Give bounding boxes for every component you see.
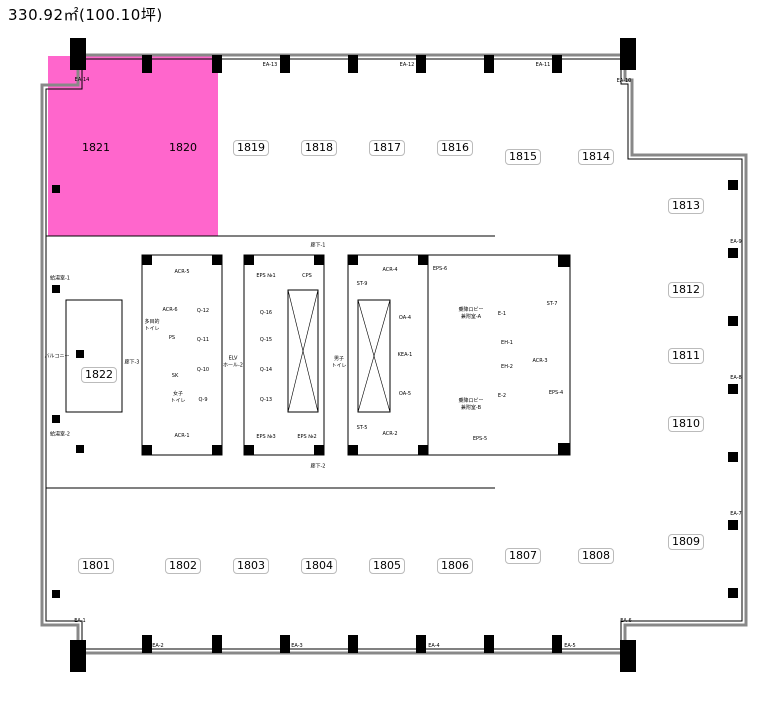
oa4-label: OA-4 <box>398 315 412 321</box>
room-1816[interactable]: 1816 <box>437 140 473 156</box>
eh1-label: EH-1 <box>501 340 513 346</box>
oa5-label: OA-5 <box>398 391 412 397</box>
corridor3-label: 廊下-3 <box>124 359 140 366</box>
elevator-shafts <box>287 289 391 413</box>
room-1818[interactable]: 1818 <box>301 140 337 156</box>
st9-label: ST-9 <box>356 281 368 287</box>
sk-label: SK <box>171 373 179 379</box>
room-1807[interactable]: 1807 <box>505 548 541 564</box>
corridor1-label: 廊下-1 <box>310 242 326 249</box>
ps-label: PS <box>168 335 176 341</box>
acr4-label: ACR-4 <box>382 267 398 273</box>
st7-label: ST-7 <box>546 301 558 307</box>
acr1-label: ACR-1 <box>174 433 190 439</box>
ea10-label: EA-10 <box>616 78 632 84</box>
ea12-label: EA-12 <box>399 62 415 68</box>
room-1812[interactable]: 1812 <box>668 282 704 298</box>
q11-label: Q-11 <box>196 337 210 343</box>
room-1804[interactable]: 1804 <box>301 558 337 574</box>
kyuto2-label: 給湯室-2 <box>50 431 70 438</box>
corridor2-label: 廊下-2 <box>310 463 326 470</box>
kea1-label: KEA-1 <box>397 352 413 358</box>
room-1820[interactable]: 1820 <box>169 141 197 154</box>
inner-wall <box>45 58 743 650</box>
room-1810[interactable]: 1810 <box>668 416 704 432</box>
room-1811[interactable]: 1811 <box>668 348 704 364</box>
lobby-b-label: 乗降ロビー 兼附室-B <box>458 398 484 411</box>
e2-label: E-2 <box>497 393 507 399</box>
kyuto1-label: 給湯室-1 <box>50 275 70 282</box>
room-1814[interactable]: 1814 <box>578 149 614 165</box>
room-1808[interactable]: 1808 <box>578 548 614 564</box>
elv-hall-label: ELV ホール-2 <box>223 355 243 369</box>
room-1803[interactable]: 1803 <box>233 558 269 574</box>
acr6-label: ACR-6 <box>162 307 178 313</box>
room-1806[interactable]: 1806 <box>437 558 473 574</box>
ea6-label: EA-6 <box>620 618 632 624</box>
multipurpose-restroom-label: 多目的 トイレ <box>144 319 160 332</box>
q13-label: Q-13 <box>259 397 273 403</box>
ea1-label: EA-1 <box>74 618 86 624</box>
ea9-label: EA-9 <box>730 239 742 245</box>
room-1817[interactable]: 1817 <box>369 140 405 156</box>
ea13-label: EA-13 <box>262 62 278 68</box>
acr3-label: ACR-3 <box>532 358 548 364</box>
room-1819[interactable]: 1819 <box>233 140 269 156</box>
room-1802[interactable]: 1802 <box>165 558 201 574</box>
ea8-label: EA-8 <box>730 375 742 381</box>
acr2-label: ACR-2 <box>382 431 398 437</box>
room-1801[interactable]: 1801 <box>78 558 114 574</box>
floor-area-label: 330.92㎡(100.10坪) <box>8 6 163 24</box>
room-1822[interactable]: 1822 <box>81 367 117 383</box>
core-walls <box>46 235 571 489</box>
room-1813[interactable]: 1813 <box>668 198 704 214</box>
balcony-label: バルコニー <box>44 353 70 360</box>
room-1809[interactable]: 1809 <box>668 534 704 550</box>
mens-restroom-label: 男子 トイレ <box>331 356 347 369</box>
outer-wall <box>40 53 748 655</box>
eps-m3-label: EPS №3 <box>256 434 276 440</box>
eps4-label: EPS-4 <box>548 390 564 396</box>
eh2-label: EH-2 <box>501 364 513 370</box>
eps-m2-label: EPS №2 <box>297 434 317 440</box>
perimeter-columns <box>52 55 738 653</box>
room-1805[interactable]: 1805 <box>369 558 405 574</box>
ea7-label: EA-7 <box>730 511 742 517</box>
ea4-label: EA-4 <box>428 643 440 649</box>
eps6-label: EPS-6 <box>432 266 448 272</box>
e1-label: E-1 <box>497 311 507 317</box>
q15-label: Q-15 <box>259 337 273 343</box>
q10-label: Q-10 <box>196 367 210 373</box>
ea11-label: EA-11 <box>535 62 551 68</box>
acr5-label: ACR-5 <box>174 269 190 275</box>
q12-label: Q-12 <box>196 308 210 314</box>
ea3-label: EA-3 <box>291 643 303 649</box>
womens-restroom-label: 女子 トイレ <box>170 391 186 404</box>
room-1815[interactable]: 1815 <box>505 149 541 165</box>
q9-label: Q-9 <box>198 397 208 403</box>
q16-label: Q-16 <box>259 310 273 316</box>
st5-label: ST-5 <box>356 425 368 431</box>
ea14-label: EA-14 <box>74 77 90 83</box>
cps-label: CPS <box>302 273 312 279</box>
ea5-label: EA-5 <box>564 643 576 649</box>
q14-label: Q-14 <box>259 367 273 373</box>
eps5-label: EPS-5 <box>472 436 488 442</box>
corner-columns <box>70 38 636 672</box>
core-columns <box>76 255 570 455</box>
room-1821[interactable]: 1821 <box>82 141 110 154</box>
eps-m1-label: EPS №1 <box>256 273 276 279</box>
lobby-a-label: 乗降ロビー 兼附室-A <box>458 307 484 320</box>
ea2-label: EA-2 <box>152 643 164 649</box>
